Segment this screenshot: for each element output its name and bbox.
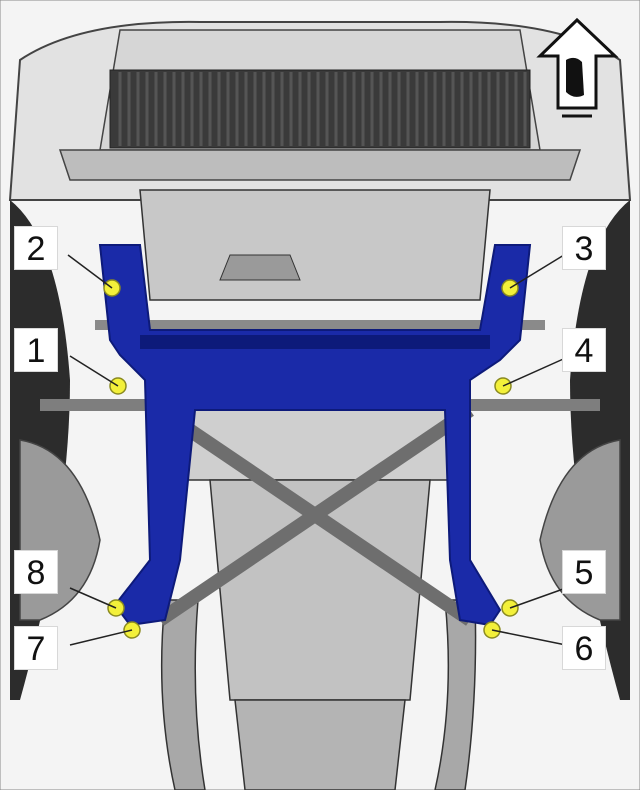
oil-pan-plug <box>219 254 301 281</box>
callout-label-7: 7 <box>14 626 58 670</box>
oil-pan <box>139 189 491 301</box>
x-brace-right <box>156 404 474 626</box>
callout-label-4: 4 <box>562 328 606 372</box>
callout-label-5: 5 <box>562 550 606 594</box>
leader-lines <box>67 254 571 646</box>
grille-slats <box>118 72 527 146</box>
callout-label-3: 3 <box>562 226 606 270</box>
transmission-tail <box>234 699 406 790</box>
vehicle-front-direction-arrow-icon <box>536 17 619 118</box>
callout-label-1: 1 <box>14 328 58 372</box>
callout-label-8: 8 <box>14 550 58 594</box>
lower-panel <box>58 149 582 181</box>
exhaust-left <box>160 599 206 790</box>
callout-label-6: 6 <box>562 626 606 670</box>
grille <box>109 69 531 149</box>
exhaust-right <box>434 599 477 790</box>
callout-label-2: 2 <box>14 226 58 270</box>
subframe <box>98 244 532 627</box>
